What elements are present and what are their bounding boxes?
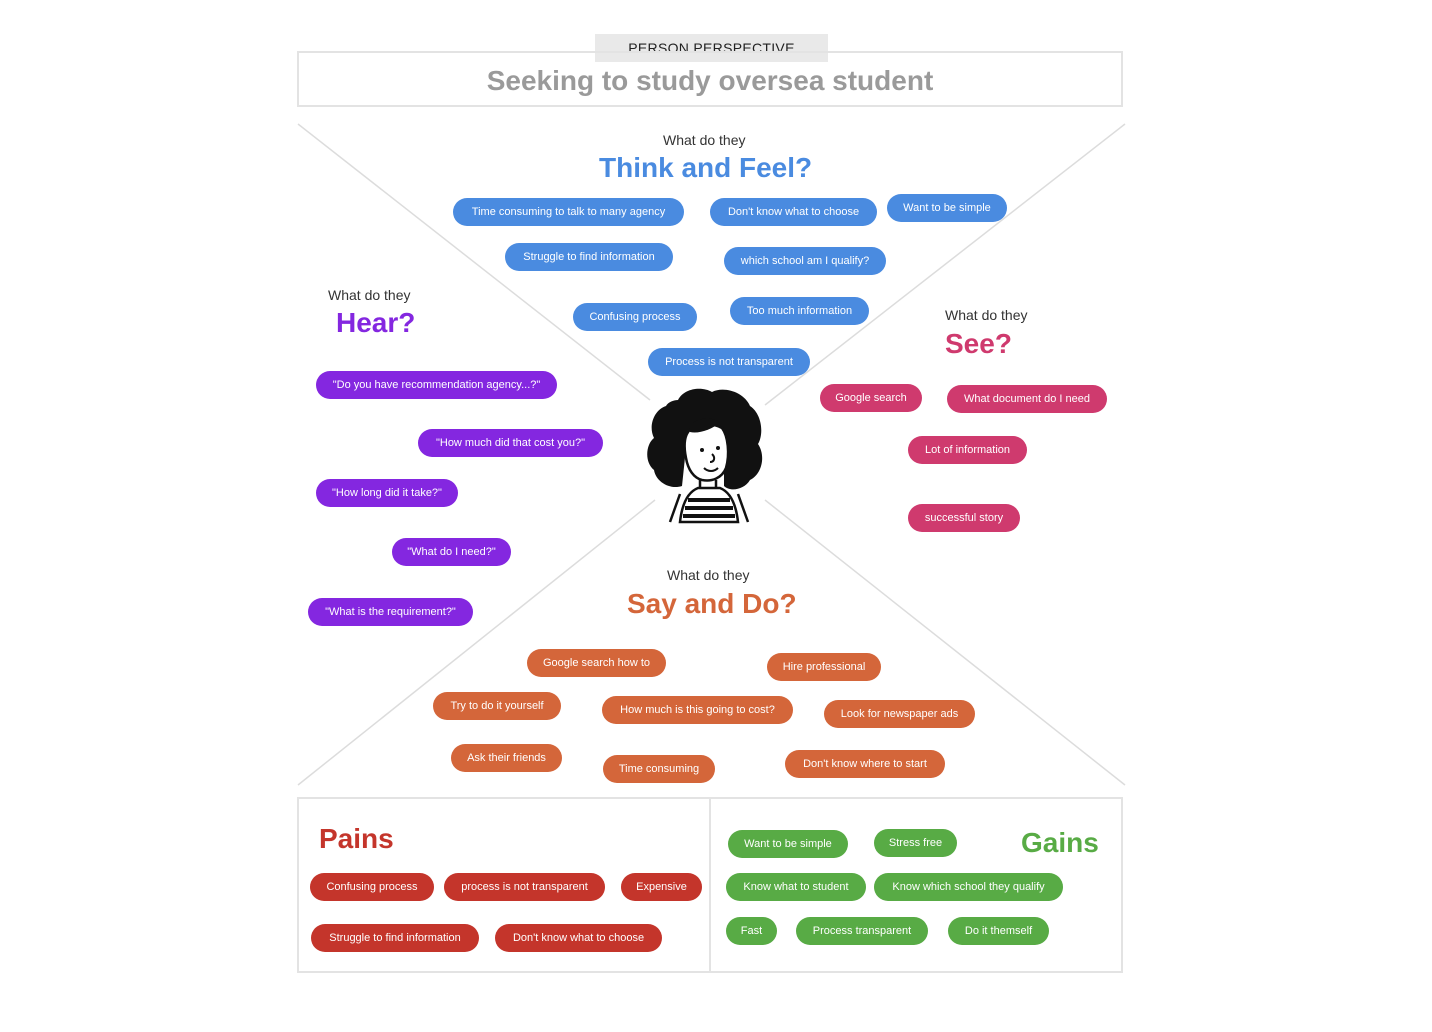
think-feel-note: Want to be simple	[887, 194, 1007, 222]
say-do-note: Look for newspaper ads	[824, 700, 975, 728]
see-subtitle: What do they	[945, 307, 1028, 323]
person-avatar-icon	[647, 388, 763, 524]
say-do-heading: Say and Do?	[627, 588, 797, 619]
hear-subtitle: What do they	[328, 287, 411, 303]
think-feel-note: Process is not transparent	[648, 348, 810, 376]
hear-note: "Do you have recommendation agency...?"	[316, 371, 557, 399]
pain-note: Expensive	[621, 873, 702, 901]
say-do-subtitle: What do they	[667, 567, 750, 583]
hear-note: "How long did it take?"	[316, 479, 458, 507]
see-note: Google search	[820, 384, 922, 412]
say-do-note: Google search how to	[527, 649, 666, 677]
say-do-note: Hire professional	[767, 653, 881, 681]
think-feel-note: Confusing process	[573, 303, 697, 331]
gain-note: Fast	[726, 917, 777, 945]
see-note: Lot of information	[908, 436, 1027, 464]
gain-note: Know what to student	[726, 873, 866, 901]
pains-gains-panel	[297, 797, 1123, 973]
think-feel-note: Too much information	[730, 297, 869, 325]
diagonal-bottom-right	[764, 499, 1126, 786]
pain-note: Struggle to find information	[311, 924, 479, 952]
think-feel-note: Struggle to find information	[505, 243, 673, 271]
pain-note: Don't know what to choose	[495, 924, 662, 952]
gains-heading: Gains	[1021, 827, 1099, 858]
gain-note: Stress free	[874, 829, 957, 857]
see-note: successful story	[908, 504, 1020, 532]
think-feel-heading: Think and Feel?	[599, 152, 813, 183]
gain-note: Know which school they qualify	[874, 873, 1063, 901]
diagonal-bottom-left	[297, 499, 656, 786]
pain-note: Confusing process	[310, 873, 434, 901]
gain-note: Do it themself	[948, 917, 1049, 945]
say-do-note: Don't know where to start	[785, 750, 945, 778]
diagonal-top-right	[764, 123, 1126, 406]
say-do-note: How much is this going to cost?	[602, 696, 793, 724]
pains-gains-divider	[709, 799, 711, 971]
say-do-note: Ask their friends	[451, 744, 562, 772]
say-do-note: Time consuming	[603, 755, 715, 783]
think-feel-note: Time consuming to talk to many agency	[453, 198, 684, 226]
gain-note: Want to be simple	[728, 830, 848, 858]
diagonal-top-left	[297, 123, 651, 401]
think-feel-note: which school am I qualify?	[724, 247, 886, 275]
see-note: What document do I need	[947, 385, 1107, 413]
hear-note: "What is the requirement?"	[308, 598, 473, 626]
hear-note: "How much did that cost you?"	[418, 429, 603, 457]
pain-note: process is not transparent	[444, 873, 605, 901]
say-do-note: Try to do it yourself	[433, 692, 561, 720]
think-feel-subtitle: What do they	[663, 132, 746, 148]
think-feel-note: Don't know what to choose	[710, 198, 877, 226]
hear-heading: Hear?	[336, 307, 416, 338]
pains-heading: Pains	[319, 823, 394, 854]
see-heading: See?	[945, 328, 1012, 359]
gain-note: Process transparent	[796, 917, 928, 945]
persona-title: Seeking to study oversea student	[297, 51, 1123, 107]
hear-note: "What do I need?"	[392, 538, 511, 566]
